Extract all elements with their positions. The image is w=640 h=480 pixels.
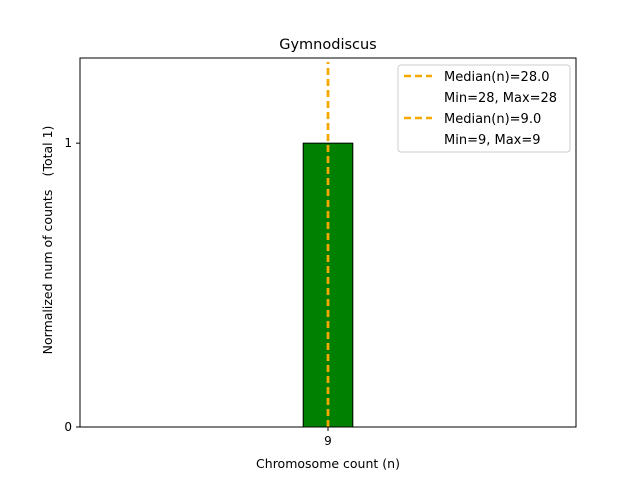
y-tick-label-1: 1 <box>64 136 72 150</box>
legend-box <box>397 64 571 153</box>
x-axis-label: Chromosome count (n) <box>256 456 400 471</box>
bar-9 <box>302 142 354 428</box>
plot-frame <box>79 57 577 428</box>
legend-label-1: Median(n)=28.0 <box>444 70 550 85</box>
chart-title: Gymnodiscus <box>279 37 377 53</box>
legend: Median(n)=28.0 Min=28, Max=28 Median(n)=… <box>397 64 571 153</box>
y-tick-label-0: 0 <box>64 420 72 434</box>
y-axis-total-label: (Total 1) <box>40 126 55 177</box>
x-tick-label-9: 9 <box>324 434 332 448</box>
legend-label-2: Median(n)=9.0 <box>444 112 541 127</box>
plot-area: 9 0 1 <box>64 62 354 448</box>
y-axis-label: Normalized num of counts <box>40 190 55 355</box>
legend-range-1: Min=28, Max=28 <box>444 91 557 106</box>
legend-range-2: Min=9, Max=9 <box>444 133 541 148</box>
